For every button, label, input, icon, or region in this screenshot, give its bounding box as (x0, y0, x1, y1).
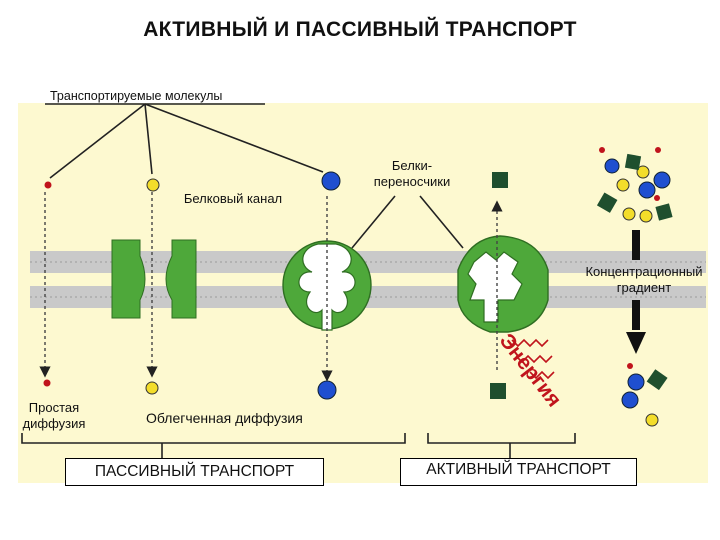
simple-diffusion-label: Простая диффузия (22, 400, 86, 431)
transported-molecules-label: Транспортируемые молекулы (50, 89, 223, 103)
carrier-proteins-label: Белки-переносчики (373, 158, 451, 189)
blue-molecule-bottom (317, 380, 337, 400)
active-transport-box: АКТИВНЫЙ ТРАНСПОРТ (400, 458, 637, 486)
concentration-gradient-label: Концентрационный градиент (585, 264, 703, 295)
dark-square-bottom (490, 383, 506, 399)
dark-square-top (492, 172, 508, 188)
channel-protein (111, 178, 197, 395)
energy-squiggle-2 (515, 354, 553, 364)
bottom-brackets (21, 433, 576, 460)
small-molecule-top (44, 181, 52, 189)
carrier-label-lines (351, 195, 464, 249)
yellow-molecule-bottom (145, 381, 159, 395)
high-concentration-cluster (596, 147, 673, 223)
passive-transport-box: ПАССИВНЫЙ ТРАНСПОРТ (65, 458, 324, 486)
protein-channel-label: Белковый канал (183, 191, 283, 206)
page-title: АКТИВНЫЙ И ПАССИВНЫЙ ТРАНСПОРТ (143, 18, 577, 41)
simple-diffusion-path (39, 181, 52, 387)
energy-squiggle-3 (529, 370, 555, 380)
carrier-protein-passive (282, 171, 372, 400)
energy-squiggle-1 (511, 338, 549, 348)
small-molecule-bottom (43, 379, 51, 387)
low-concentration-cluster (621, 363, 668, 427)
carrier-protein-active (457, 172, 555, 399)
facilitated-diffusion-label: Облегченная диффузия (146, 410, 303, 426)
molecule-bracket-lines (45, 103, 324, 179)
yellow-molecule-top (146, 178, 160, 192)
concentration-gradient-arrow (626, 230, 646, 354)
blue-molecule-top (321, 171, 341, 191)
